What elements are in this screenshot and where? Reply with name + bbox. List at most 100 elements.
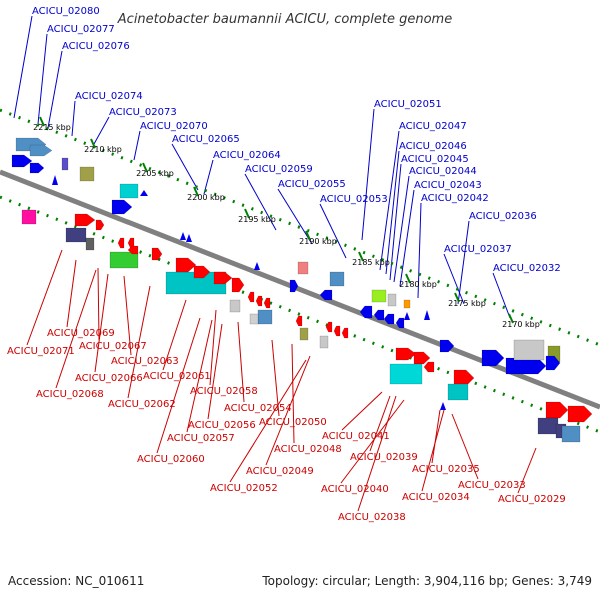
tick-label: 2180 kbp [399,280,437,289]
gene-block [513,339,545,361]
gene-label: ACICU_02032 [493,263,561,274]
leader-line [97,267,100,341]
top-gene-labels: ACICU_02080ACICU_02077ACICU_02076ACICU_0… [32,6,561,274]
gene-arrow [423,361,435,373]
tick-label: 2190 kbp [299,237,337,246]
tick-mark [193,186,199,197]
tick-label: 2205 kbp [136,169,174,178]
genome-backbone [0,169,600,410]
tick-label: 2215 kbp [33,123,71,132]
leader-line [291,343,295,444]
gene-arrow [213,271,233,285]
gene-block [403,299,411,309]
gene-arrow [95,219,105,231]
tick-mark [90,138,96,149]
map-title: Acinetobacter baumannii ACICU, complete … [117,12,452,27]
leader-line [379,130,400,271]
leader-line [443,253,465,305]
leader-line [94,273,109,373]
gene-label: ACICU_02041 [322,431,390,442]
accession-text: Accession: NC_010611 [8,574,145,588]
gene-arrow [295,315,303,327]
leader-lines [13,15,537,512]
leader-line [55,269,97,389]
tick-label: 2200 kbp [187,193,225,202]
gene-arrow [395,347,417,361]
gene-label: ACICU_02029 [498,494,566,505]
gene-label: ACICU_02062 [108,399,176,410]
gene-block [329,271,345,287]
gene-arrow [74,213,96,227]
gene-arrow [341,327,349,339]
gene-label: ACICU_02050 [259,417,327,428]
tick-mark [39,116,45,127]
gene-arrow [127,245,139,255]
gene-arrow [29,162,45,174]
gene-label: ACICU_02049 [246,466,314,477]
gene-label: ACICU_02059 [245,164,313,175]
leader-line [26,249,63,346]
gene-label: ACICU_02053 [320,194,388,205]
gene-arrow [11,154,33,168]
gene-arrow [111,199,133,215]
gene-label: ACICU_02034 [402,492,470,503]
leader-line [162,299,187,371]
gene-label: ACICU_02071 [7,346,75,357]
leader-line [127,285,151,399]
leader-line [171,143,199,191]
tick-mark [142,162,148,173]
gene-arrow [383,313,395,325]
gene-label: ACICU_02047 [399,121,467,132]
tick-label: 2185 kbp [352,258,390,267]
leader-line [431,409,441,464]
leader-line [417,202,422,299]
leader-line [451,413,479,480]
gene-label: ACICU_02056 [188,420,256,431]
leader-line [203,159,214,195]
gene-label: ACICU_02039 [350,452,418,463]
leader-line [66,259,77,328]
leader-line [319,203,347,259]
gene-label: ACICU_02074 [75,91,143,102]
gene-label: ACICU_02043 [414,180,482,191]
gene-arrow [231,277,245,293]
tick-mark [244,208,250,219]
leader-line [186,319,213,433]
gene-features [11,137,593,443]
gene-label: ACICU_02044 [409,166,477,177]
leader-line [71,100,76,137]
leader-line [492,272,511,319]
gene-arrow [440,402,446,410]
gene-label: ACICU_02042 [421,193,489,204]
gene-label: ACICU_02070 [140,121,208,132]
gene-label: ACICU_02077 [47,24,115,35]
leader-line [517,447,537,494]
gene-arrow [404,312,410,320]
gene-label: ACICU_02055 [278,179,346,190]
gene-arrow [545,355,561,371]
gene-arrow [140,190,148,196]
gene-arrow [567,405,593,423]
gene-label: ACICU_02057 [167,433,235,444]
gene-label: ACICU_02066 [75,373,143,384]
gene-block [537,417,559,435]
leader-line [393,175,410,283]
gene-arrow [255,295,263,307]
leader-line [229,359,307,483]
gene-label: ACICU_02046 [399,141,467,152]
gene-label: ACICU_02063 [111,356,179,367]
gene-block [65,227,87,243]
gene-label: ACICU_02069 [47,328,115,339]
gene-block [61,157,69,171]
gene-label: ACICU_02068 [36,389,104,400]
leader-line [209,309,217,386]
gene-arrow [254,262,260,270]
leader-line [421,409,445,492]
gene-block [387,293,397,307]
gene-block [299,327,309,341]
gene-label: ACICU_02064 [213,150,281,161]
gene-block [229,299,241,313]
gene-arrow [505,357,547,375]
